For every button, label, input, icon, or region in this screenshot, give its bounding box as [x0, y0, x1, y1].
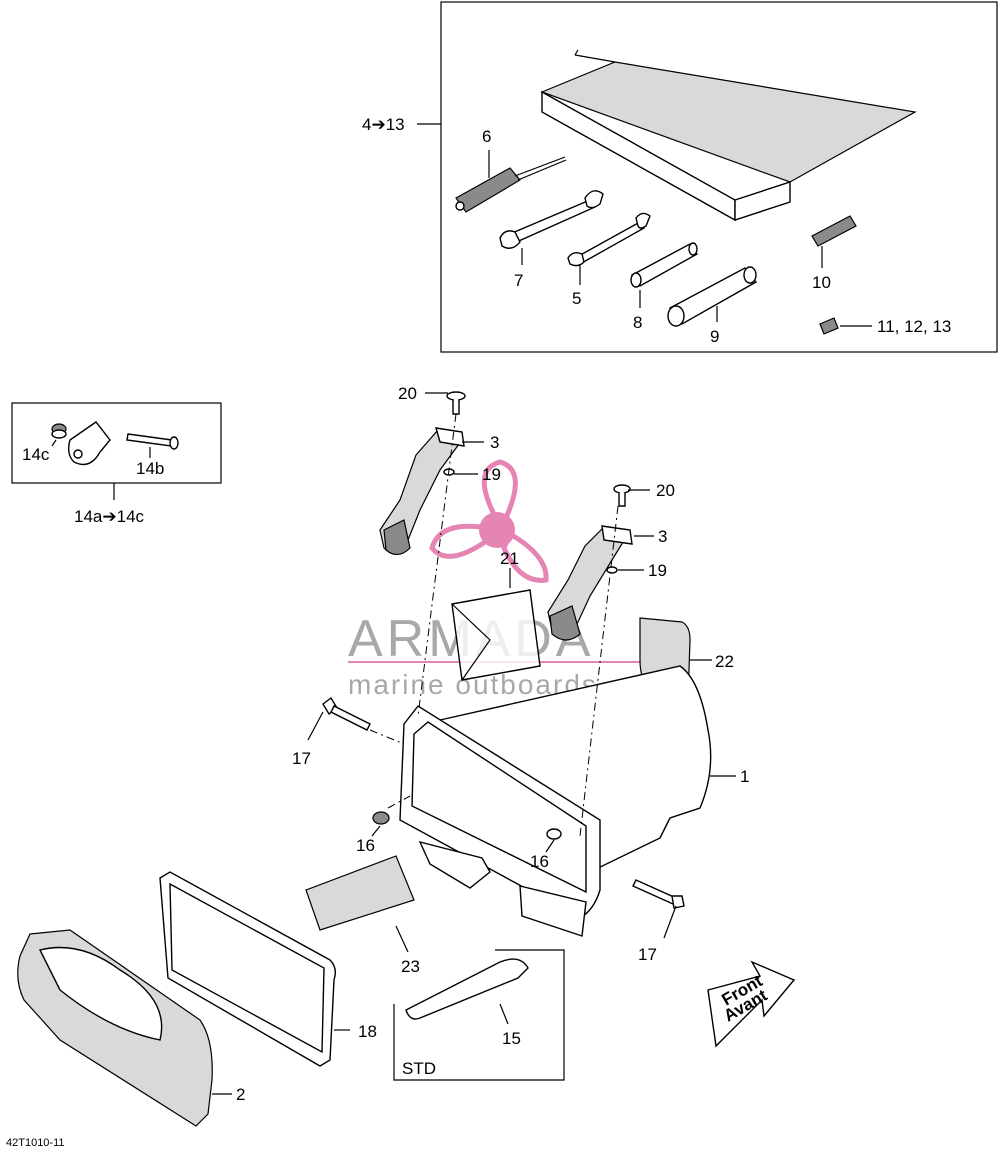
std-wrench-box: STD [393, 949, 565, 1081]
fuse-puller [811, 215, 857, 247]
socket-wrench-small [630, 242, 699, 288]
plate-23 [305, 855, 415, 931]
callout-17-left: 17 [292, 749, 311, 768]
callout-1: 1 [740, 767, 749, 786]
screw-20-top [446, 391, 466, 415]
tool-bag [540, 49, 917, 222]
callout-10: 10 [812, 273, 831, 292]
callout-20-top: 20 [398, 384, 417, 403]
hinge-pin [126, 433, 179, 450]
callout-3-right: 3 [658, 527, 667, 546]
screwdriver [455, 156, 567, 213]
nut-16-right [546, 828, 562, 840]
callout-4-13: 4➔13 [362, 115, 405, 134]
handle-left [379, 427, 465, 556]
std-label: STD [402, 1059, 436, 1078]
hinge-bracket [67, 421, 111, 466]
screw-20-right [613, 484, 631, 507]
wrench-large [499, 190, 604, 249]
callout-20-right: 20 [656, 481, 675, 500]
storage-bin [399, 665, 712, 937]
callout-16-right: 16 [530, 852, 549, 871]
callout-3-left: 3 [490, 433, 499, 452]
callout-17-right: 17 [638, 945, 657, 964]
hinge-kit-box: 14c 14b 14a➔14c [11, 402, 222, 526]
callout-14a-14c: 14a➔14c [74, 507, 145, 526]
callout-2: 2 [236, 1085, 245, 1104]
nut-16-left [372, 811, 390, 825]
main-leaders [212, 392, 736, 1095]
callout-15: 15 [502, 1029, 521, 1048]
callout-19-top: 19 [482, 465, 501, 484]
plate-21 [451, 589, 541, 681]
lid-2 [17, 929, 213, 1127]
callout-9: 9 [710, 327, 719, 346]
diagram-code: 42T1010-11 [6, 1137, 65, 1149]
callout-19-right: 19 [648, 561, 667, 580]
callout-16-left: 16 [356, 836, 375, 855]
gasket-18 [159, 871, 337, 1067]
socket-wrench-large [667, 266, 758, 327]
callout-8: 8 [633, 313, 642, 332]
bolt-17-right [632, 879, 685, 909]
front-direction-arrow: Front Avant [707, 960, 796, 1048]
callout-11-12-13: 11, 12, 13 [877, 317, 951, 336]
hinge-nut [51, 423, 67, 439]
fuse [819, 317, 839, 335]
assembly-centerlines [369, 413, 619, 837]
callout-7: 7 [514, 271, 523, 290]
callout-14c: 14c [22, 445, 50, 464]
tool-kit-box: 4➔13 6 7 5 8 9 10 11, 12, 13 [362, 1, 998, 353]
washer-19-right [606, 566, 618, 574]
wrench-small [567, 212, 651, 267]
callout-21: 21 [500, 549, 519, 568]
callout-6: 6 [482, 127, 491, 146]
handle-right [547, 525, 633, 641]
bolt-17-left [322, 696, 371, 731]
callout-14b: 14b [136, 459, 164, 478]
tool-kit-leaders [417, 123, 872, 327]
callout-23: 23 [401, 957, 420, 976]
callout-5: 5 [572, 289, 581, 308]
armada-logo-propeller [429, 459, 549, 583]
callout-22: 22 [715, 652, 734, 671]
callout-18: 18 [358, 1022, 377, 1041]
